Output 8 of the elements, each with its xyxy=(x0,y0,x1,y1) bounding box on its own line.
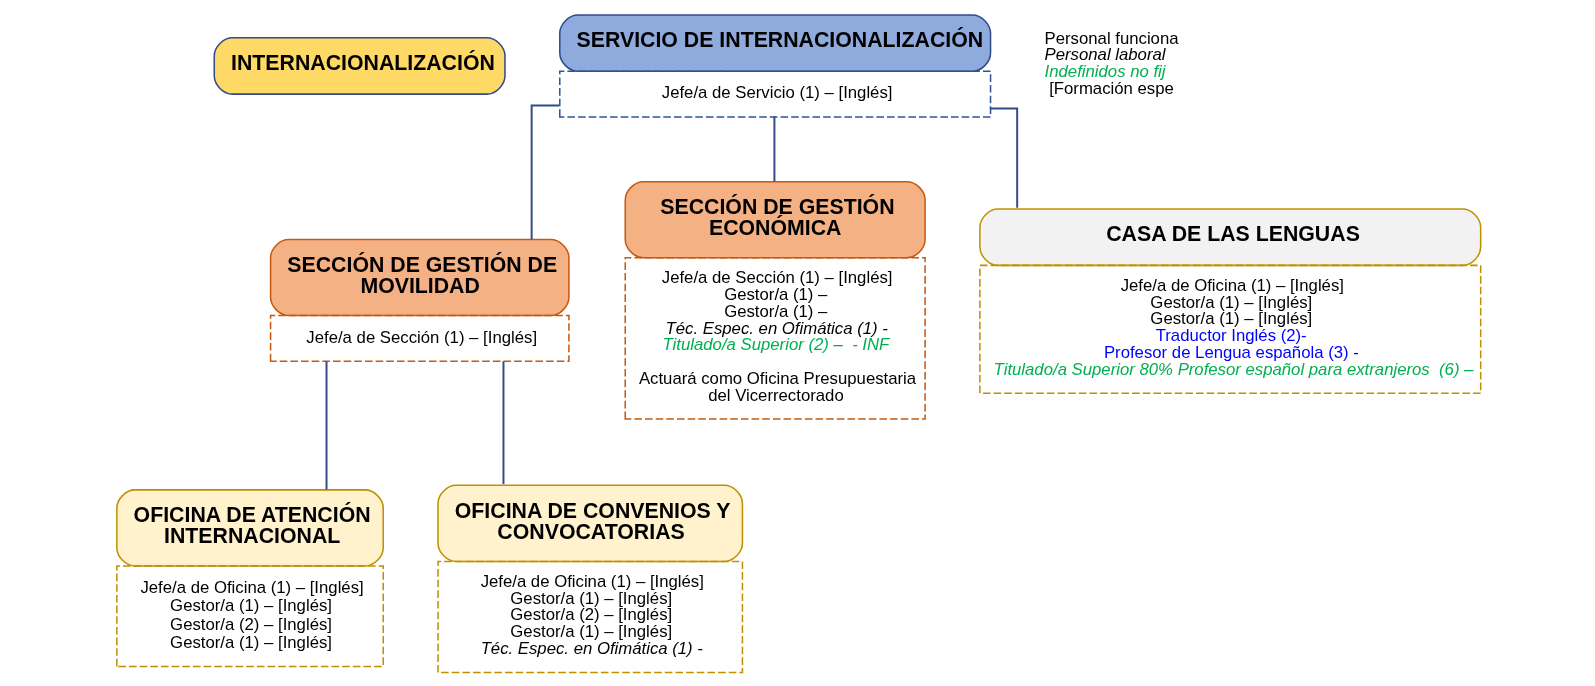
label: Indefinidos no fij xyxy=(1044,62,1166,82)
connector xyxy=(325,360,327,491)
label: Personal laboral xyxy=(1044,45,1166,65)
connector xyxy=(988,107,1018,209)
label: Personal funciona xyxy=(1044,28,1179,48)
connector xyxy=(530,104,560,241)
connector xyxy=(502,360,504,486)
connector xyxy=(772,115,775,183)
